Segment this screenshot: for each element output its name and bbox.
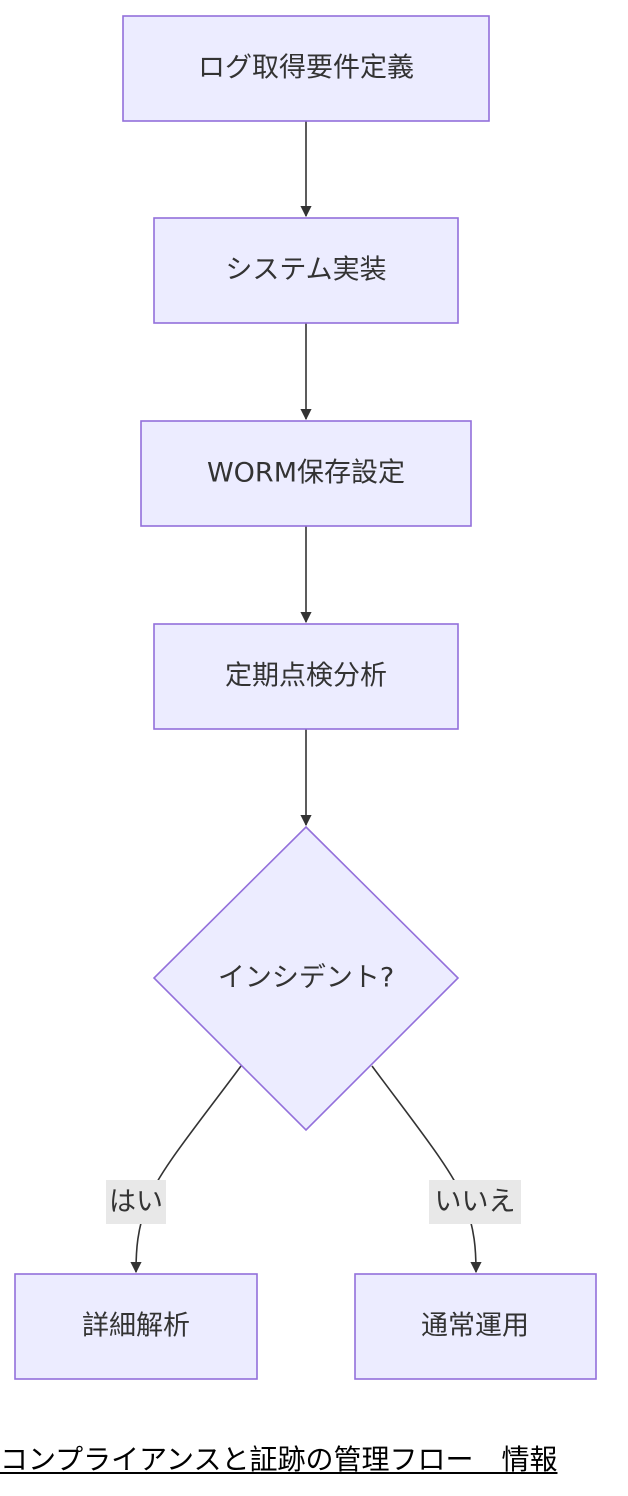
node-requirements-label: ログ取得要件定義: [198, 53, 414, 84]
edge-label-yes: はい: [106, 1180, 166, 1224]
node-inspection-label: 定期点検分析: [225, 661, 387, 692]
node-worm: WORM保存設定: [140, 420, 472, 527]
node-worm-label: WORM保存設定: [207, 458, 405, 489]
edge-decision-to-normal: [371, 1065, 482, 1274]
node-implementation-label: システム実装: [225, 255, 386, 286]
node-analysis: 詳細解析: [14, 1273, 258, 1380]
edge-label-yes-text: はい: [109, 1187, 163, 1218]
node-inspection: 定期点検分析: [153, 623, 459, 730]
node-decision: インシデント?: [152, 825, 460, 1132]
edge-label-no: いいえ: [429, 1180, 521, 1224]
node-requirements: ログ取得要件定義: [122, 15, 490, 122]
node-normal-label: 通常運用: [421, 1311, 529, 1342]
node-normal: 通常運用: [354, 1273, 597, 1380]
node-decision-label: インシデント?: [218, 963, 394, 994]
node-implementation: システム実装: [153, 217, 459, 324]
edge-label-no-text: いいえ: [435, 1187, 516, 1218]
edge-decision-to-analysis: [130, 1065, 242, 1274]
diagram-caption: コンプライアンスと証跡の管理フロー 情報: [0, 1443, 558, 1476]
node-analysis-label: 詳細解析: [82, 1311, 190, 1342]
